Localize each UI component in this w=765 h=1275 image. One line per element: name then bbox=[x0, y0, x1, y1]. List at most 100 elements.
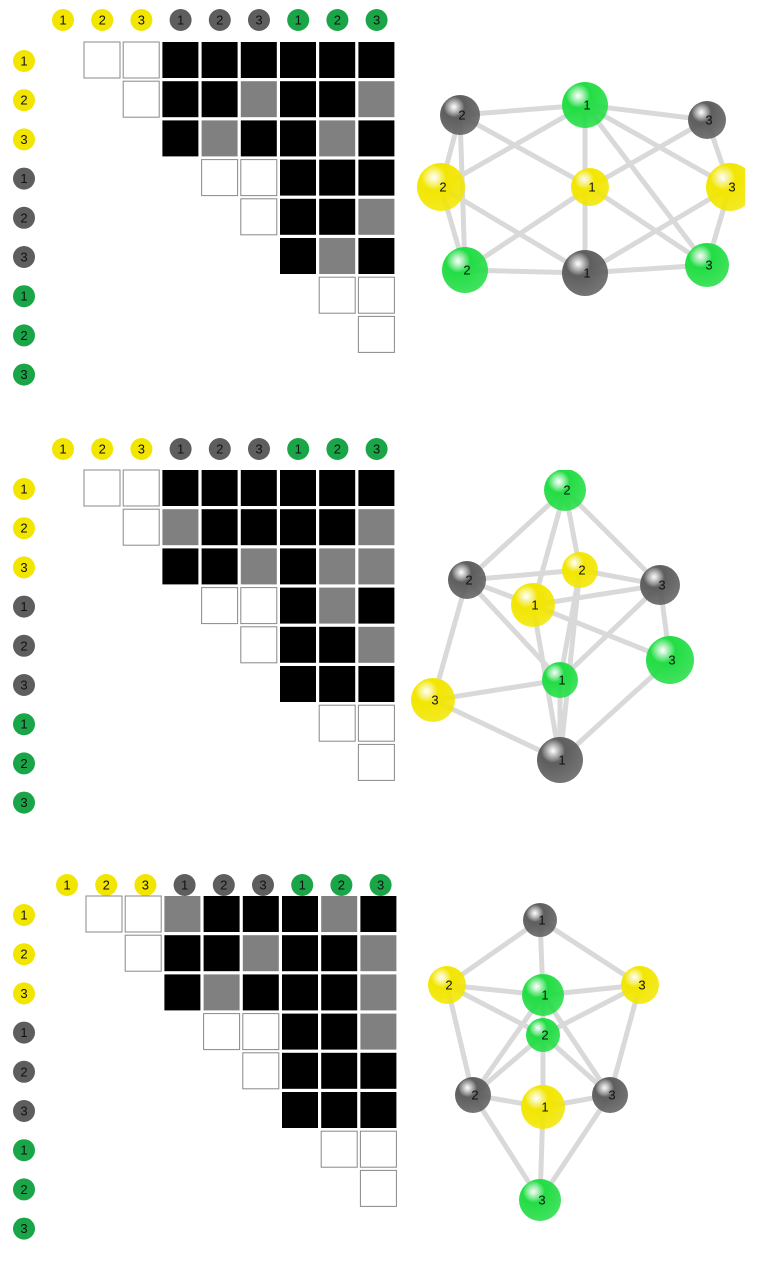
matrix-cell bbox=[319, 470, 356, 506]
svg-text:3: 3 bbox=[20, 1104, 27, 1119]
svg-text:1: 1 bbox=[20, 289, 27, 304]
svg-text:3: 3 bbox=[431, 693, 438, 708]
svg-text:3: 3 bbox=[20, 250, 27, 265]
row-label-gray-2: 2 bbox=[13, 1060, 35, 1083]
row-label-green-2: 2 bbox=[13, 752, 35, 775]
atom-green-3: 3 bbox=[646, 636, 694, 684]
atom-green-2: 2 bbox=[526, 1018, 560, 1052]
matrix-cell bbox=[358, 238, 395, 274]
atom-yellow-2: 2 bbox=[562, 552, 598, 588]
atom-gray-2: 2 bbox=[455, 1077, 491, 1113]
matrix-cell bbox=[162, 548, 199, 585]
svg-text:1: 1 bbox=[20, 1025, 27, 1040]
matrix-cell bbox=[319, 81, 356, 118]
matrix-cell bbox=[319, 626, 356, 663]
svg-text:2: 2 bbox=[334, 442, 341, 457]
atom-yellow-3: 3 bbox=[621, 966, 659, 1004]
matrix-cell bbox=[318, 704, 356, 742]
svg-text:3: 3 bbox=[538, 1193, 545, 1208]
row-label-green-1: 1 bbox=[13, 713, 35, 736]
svg-text:2: 2 bbox=[20, 756, 27, 771]
row-label-yellow-2: 2 bbox=[13, 943, 35, 966]
matrix-cell bbox=[282, 935, 318, 972]
svg-text:2: 2 bbox=[20, 521, 27, 536]
atom-green-1: 1 bbox=[562, 82, 608, 128]
svg-text:1: 1 bbox=[558, 673, 565, 688]
svg-text:2: 2 bbox=[458, 108, 465, 123]
matrix-cell bbox=[320, 1130, 358, 1168]
svg-text:1: 1 bbox=[59, 442, 66, 457]
svg-text:2: 2 bbox=[216, 13, 223, 28]
column-label-gray-3: 3 bbox=[252, 874, 274, 896]
svg-text:1: 1 bbox=[538, 913, 545, 928]
svg-text:3: 3 bbox=[20, 678, 27, 693]
svg-text:2: 2 bbox=[20, 638, 27, 653]
svg-text:3: 3 bbox=[20, 132, 27, 147]
matrix-cell bbox=[358, 81, 395, 118]
svg-text:3: 3 bbox=[638, 978, 645, 993]
row-label-green-2: 2 bbox=[13, 324, 35, 347]
column-label-yellow-2: 2 bbox=[95, 874, 118, 896]
svg-text:1: 1 bbox=[59, 13, 66, 28]
atom-yellow-2: 2 bbox=[417, 163, 465, 211]
row-label-gray-3: 3 bbox=[13, 1100, 35, 1122]
svg-text:2: 2 bbox=[20, 1182, 27, 1197]
matrix-cell bbox=[280, 666, 316, 702]
matrix-cell bbox=[358, 626, 395, 663]
matrix-cell bbox=[280, 120, 316, 157]
svg-text:2: 2 bbox=[338, 878, 345, 893]
column-label-gray-1: 1 bbox=[169, 9, 192, 31]
svg-text:1: 1 bbox=[583, 98, 590, 113]
svg-text:3: 3 bbox=[138, 442, 145, 457]
svg-text:3: 3 bbox=[658, 578, 665, 593]
svg-text:2: 2 bbox=[578, 563, 585, 578]
column-label-yellow-1: 1 bbox=[52, 9, 74, 31]
svg-text:2: 2 bbox=[563, 483, 570, 498]
row-label-green-3: 3 bbox=[13, 791, 35, 814]
svg-text:2: 2 bbox=[20, 947, 27, 962]
svg-text:3: 3 bbox=[377, 878, 384, 893]
row-label-gray-2: 2 bbox=[13, 206, 35, 229]
matrix-cell bbox=[201, 120, 238, 157]
matrix-cell bbox=[358, 42, 395, 78]
svg-text:1: 1 bbox=[20, 908, 27, 923]
svg-text:2: 2 bbox=[99, 442, 106, 457]
svg-text:1: 1 bbox=[541, 1100, 548, 1115]
matrix-cell bbox=[122, 508, 160, 546]
matrix-cell bbox=[240, 81, 277, 118]
atom-yellow-1: 1 bbox=[571, 168, 609, 206]
svg-text:3: 3 bbox=[668, 653, 675, 668]
column-label-gray-2: 2 bbox=[208, 438, 231, 460]
matrix-cell bbox=[282, 974, 318, 1011]
column-label-green-2: 2 bbox=[326, 438, 349, 460]
svg-text:2: 2 bbox=[334, 13, 341, 28]
svg-text:1: 1 bbox=[177, 442, 184, 457]
matrix-cell bbox=[319, 587, 356, 624]
matrix-cell bbox=[358, 198, 395, 235]
svg-text:3: 3 bbox=[20, 560, 27, 575]
svg-text:3: 3 bbox=[20, 367, 27, 382]
atom-green-1: 1 bbox=[522, 974, 564, 1016]
matrix-cell bbox=[162, 509, 199, 546]
matrix-cell bbox=[357, 315, 395, 353]
matrix-cell bbox=[201, 159, 239, 197]
row-label-yellow-3: 3 bbox=[13, 556, 35, 579]
matrix-cell bbox=[321, 1092, 358, 1128]
matrix-cell bbox=[201, 470, 238, 506]
matrix-cell bbox=[321, 935, 358, 972]
column-label-gray-3: 3 bbox=[248, 9, 270, 31]
svg-text:1: 1 bbox=[20, 599, 27, 614]
svg-text:3: 3 bbox=[728, 180, 735, 195]
svg-text:1: 1 bbox=[588, 180, 595, 195]
matrix-cell bbox=[318, 276, 356, 314]
svg-text:2: 2 bbox=[465, 573, 472, 588]
row-label-yellow-1: 1 bbox=[13, 478, 35, 500]
matrix-cell bbox=[319, 42, 356, 78]
matrix-cell bbox=[319, 198, 356, 235]
atom-green-1: 1 bbox=[542, 662, 578, 698]
atom-green-2: 2 bbox=[544, 470, 586, 511]
matrix-cell bbox=[83, 469, 121, 507]
column-label-yellow-2: 2 bbox=[91, 9, 114, 31]
